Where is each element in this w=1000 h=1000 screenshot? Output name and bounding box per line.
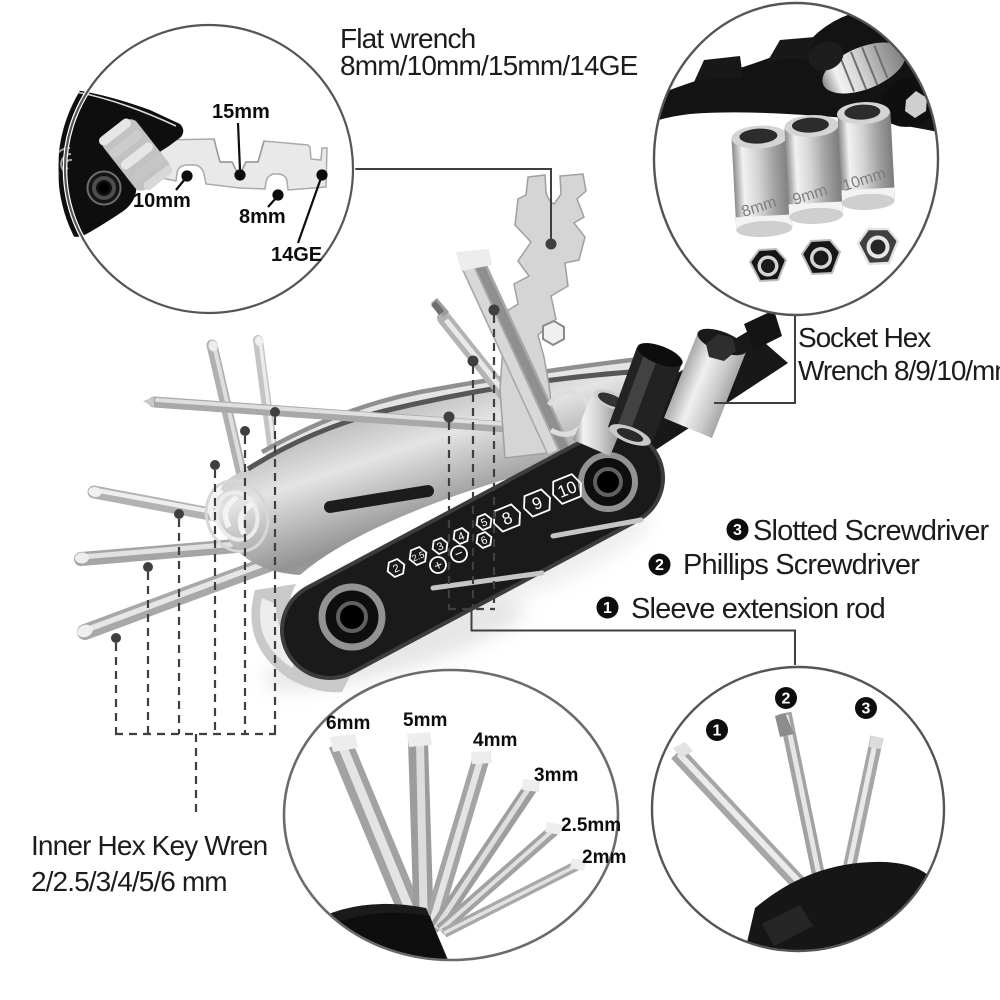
svg-text:1: 1 [603, 600, 612, 617]
svg-text:2: 2 [655, 557, 664, 574]
svg-text:14GE: 14GE [271, 244, 322, 266]
svg-text:Flat wrench: Flat wrench [340, 23, 475, 54]
svg-text:2.5mm: 2.5mm [561, 815, 621, 836]
svg-text:6mm: 6mm [326, 713, 370, 734]
svg-text:3: 3 [435, 540, 445, 553]
svg-text:5mm: 5mm [403, 710, 447, 731]
svg-text:8mm/10mm/15mm/14GE: 8mm/10mm/15mm/14GE [340, 50, 638, 81]
svg-text:4mm: 4mm [473, 730, 517, 751]
svg-text:2mm: 2mm [582, 847, 626, 868]
svg-text:Inner Hex Key Wren: Inner Hex Key Wren [31, 830, 267, 861]
svg-text:2.5: 2.5 [411, 549, 426, 563]
svg-text:10mm: 10mm [133, 190, 191, 212]
svg-text:6: 6 [479, 534, 489, 547]
svg-text:8mm: 8mm [239, 206, 286, 228]
svg-text:Sleeve extension rod: Sleeve extension rod [631, 593, 885, 625]
svg-text:Phillips Screwdriver: Phillips Screwdriver [683, 549, 920, 581]
svg-text:4: 4 [456, 530, 466, 543]
svg-text:3mm: 3mm [534, 765, 578, 786]
svg-text:Slotted Screwdriver: Slotted Screwdriver [753, 515, 989, 547]
svg-text:5: 5 [479, 516, 489, 529]
svg-text:3: 3 [862, 701, 871, 718]
svg-text:15mm: 15mm [212, 101, 270, 123]
svg-text:Socket Hex: Socket Hex [798, 322, 931, 353]
svg-text:3: 3 [733, 522, 742, 539]
svg-text:2: 2 [391, 562, 401, 575]
svg-text:1: 1 [713, 723, 722, 740]
svg-text:2/2.5/3/4/5/6 mm: 2/2.5/3/4/5/6 mm [31, 866, 227, 897]
svg-text:Wrench 8/9/10/mm: Wrench 8/9/10/mm [798, 355, 1000, 386]
svg-text:2: 2 [782, 691, 791, 708]
